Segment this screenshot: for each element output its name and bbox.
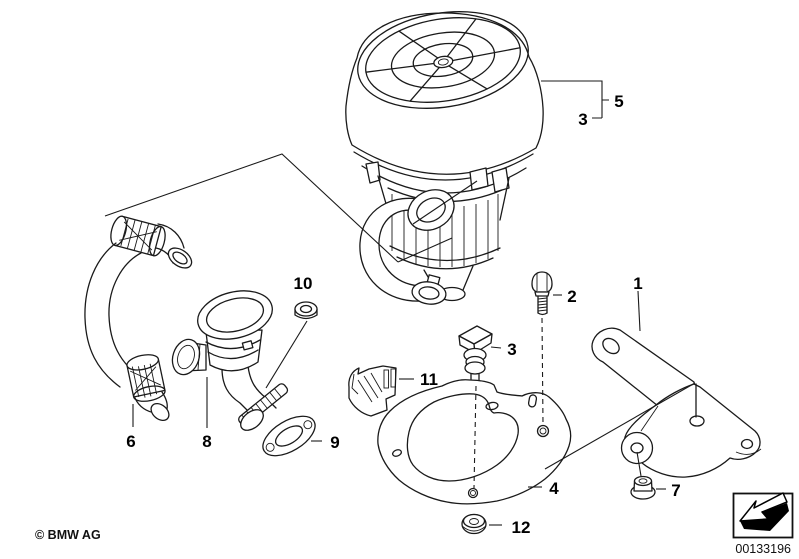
callout-9[interactable]: 9: [330, 433, 339, 452]
gasket-drawing[interactable]: [256, 408, 321, 464]
rubber-mount-drawing[interactable]: [458, 325, 493, 387]
air-valve-drawing[interactable]: [168, 283, 289, 434]
support-plate-drawing[interactable]: [377, 379, 572, 505]
callout-6[interactable]: 6: [126, 432, 135, 451]
callout-7[interactable]: 7: [671, 481, 680, 500]
hex-bolt-drawing[interactable]: [531, 271, 553, 316]
cap-nut-drawing[interactable]: [294, 301, 318, 320]
callout-5[interactable]: 5: [614, 92, 623, 111]
leader-lines: [104, 80, 696, 526]
retaining-clip-drawing[interactable]: [348, 365, 397, 417]
callout-1[interactable]: 1: [633, 274, 642, 293]
document-number: 00133196: [735, 542, 791, 556]
hex-nut-drawing[interactable]: [630, 475, 656, 500]
callout-10[interactable]: 10: [294, 274, 313, 293]
callout-labels: 5 3 2 1 10 3 11 9 6 8 4 7 12: [126, 92, 680, 537]
copyright-text: © BMW AG: [35, 528, 101, 542]
air-pump-drawing[interactable]: [345, 0, 544, 306]
callout-11[interactable]: 11: [420, 370, 438, 389]
callout-4[interactable]: 4: [549, 479, 559, 498]
callout-12[interactable]: 12: [512, 518, 531, 537]
callout-3-mid[interactable]: 3: [507, 340, 516, 359]
logo-box: [732, 492, 794, 539]
bracket-drawing[interactable]: [591, 327, 762, 478]
hose-drawing[interactable]: [84, 215, 195, 424]
arrow-down-left-icon: [739, 492, 789, 531]
callout-2[interactable]: 2: [567, 287, 576, 306]
callout-3-top[interactable]: 3: [578, 110, 587, 129]
flange-nut-drawing[interactable]: [461, 513, 487, 535]
callout-8[interactable]: 8: [202, 432, 211, 451]
